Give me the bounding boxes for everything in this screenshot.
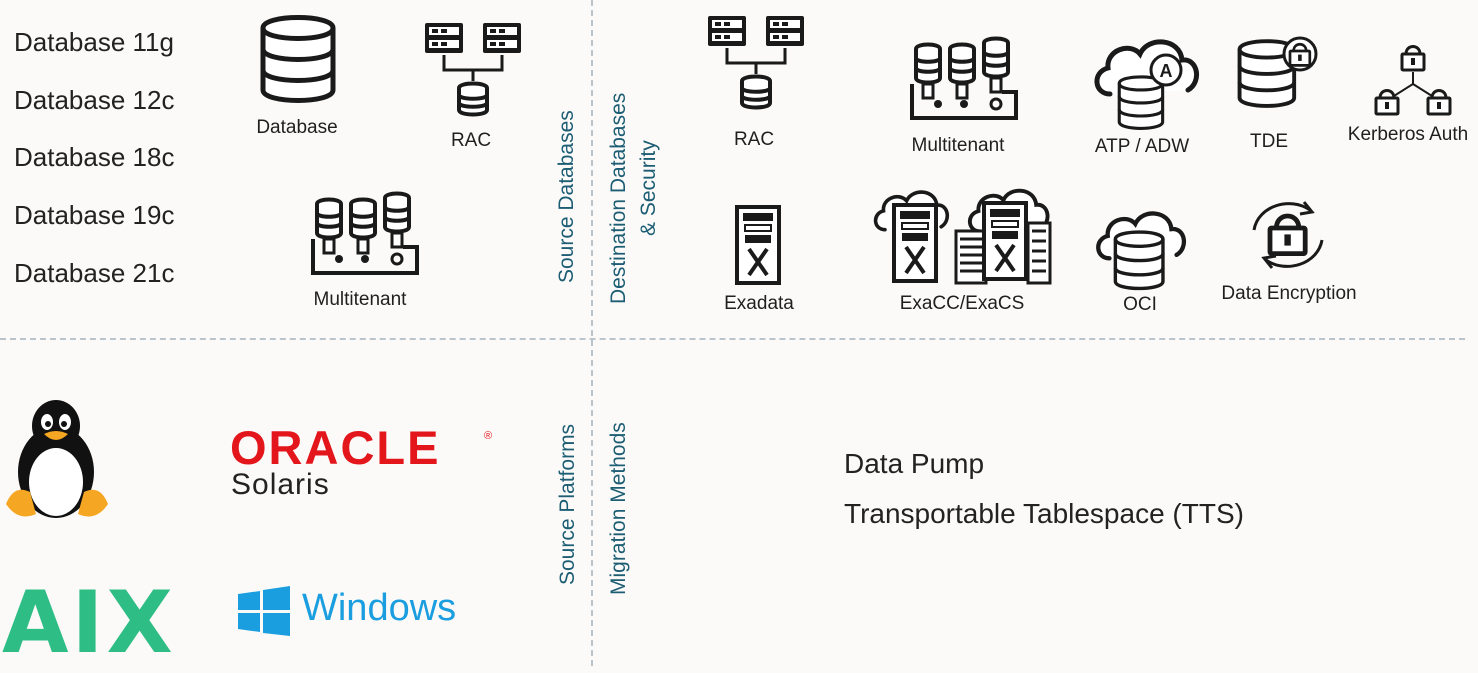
database-version: Database 19c	[14, 200, 175, 230]
source-databases-heading: Source Databases	[555, 110, 578, 283]
migration-methods-heading: Migration Methods	[607, 422, 630, 595]
atp-adw-label: ATP / ADW	[1094, 136, 1190, 157]
database-version: Database 11g	[14, 27, 174, 57]
cloud-database-icon	[1094, 205, 1186, 291]
windows-logo: Windows	[302, 587, 457, 629]
multitenant-label: Multitenant	[911, 135, 1005, 156]
database-icon	[261, 16, 337, 106]
exadata-icon	[733, 205, 783, 287]
data-encryption-label: Data Encryption	[1221, 283, 1357, 304]
registered-mark: ®	[484, 430, 493, 442]
database-version: Database 12c	[14, 85, 175, 115]
rac-label: RAC	[450, 130, 492, 151]
database-version: Database 18c	[14, 142, 175, 172]
tde-label: TDE	[1250, 131, 1288, 152]
multitenant-icon	[910, 36, 1018, 120]
vertical-divider	[591, 0, 593, 666]
rac-icon	[425, 23, 521, 117]
cloud-database-icon: A	[1092, 32, 1204, 130]
svg-text:A: A	[1160, 61, 1173, 81]
rac-label: RAC	[733, 129, 775, 150]
encrypted-database-icon	[1237, 36, 1318, 108]
exadata-cloud-icon	[873, 188, 1052, 285]
linux-penguin-icon	[6, 400, 108, 518]
exacc-label: ExaCC/ExaCS	[899, 293, 1025, 314]
multitenant-icon	[311, 191, 419, 275]
database-label: Database	[256, 117, 338, 138]
exadata-label: Exadata	[724, 293, 794, 314]
destination-heading-line1: Destination Databases	[607, 92, 630, 304]
multitenant-label: Multitenant	[313, 289, 407, 310]
windows-logo-icon	[238, 586, 290, 636]
source-platforms-heading: Source Platforms	[556, 423, 579, 585]
oracle-logo: ORACLE	[230, 421, 441, 474]
lock-network-icon	[1374, 45, 1452, 116]
rac-icon	[708, 16, 804, 110]
destination-heading-line2: & Security	[637, 140, 660, 236]
migration-method: Transportable Tablespace (TTS)	[844, 498, 1244, 529]
horizontal-divider	[0, 338, 1465, 340]
solaris-label: Solaris	[231, 468, 330, 501]
oci-label: OCI	[1123, 294, 1157, 315]
aix-logo: AIX	[2, 573, 176, 673]
kerberos-label: Kerberos Auth	[1347, 124, 1469, 145]
rotating-lock-icon	[1252, 201, 1324, 269]
database-version: Database 21c	[14, 258, 175, 288]
migration-method: Data Pump	[844, 448, 985, 479]
